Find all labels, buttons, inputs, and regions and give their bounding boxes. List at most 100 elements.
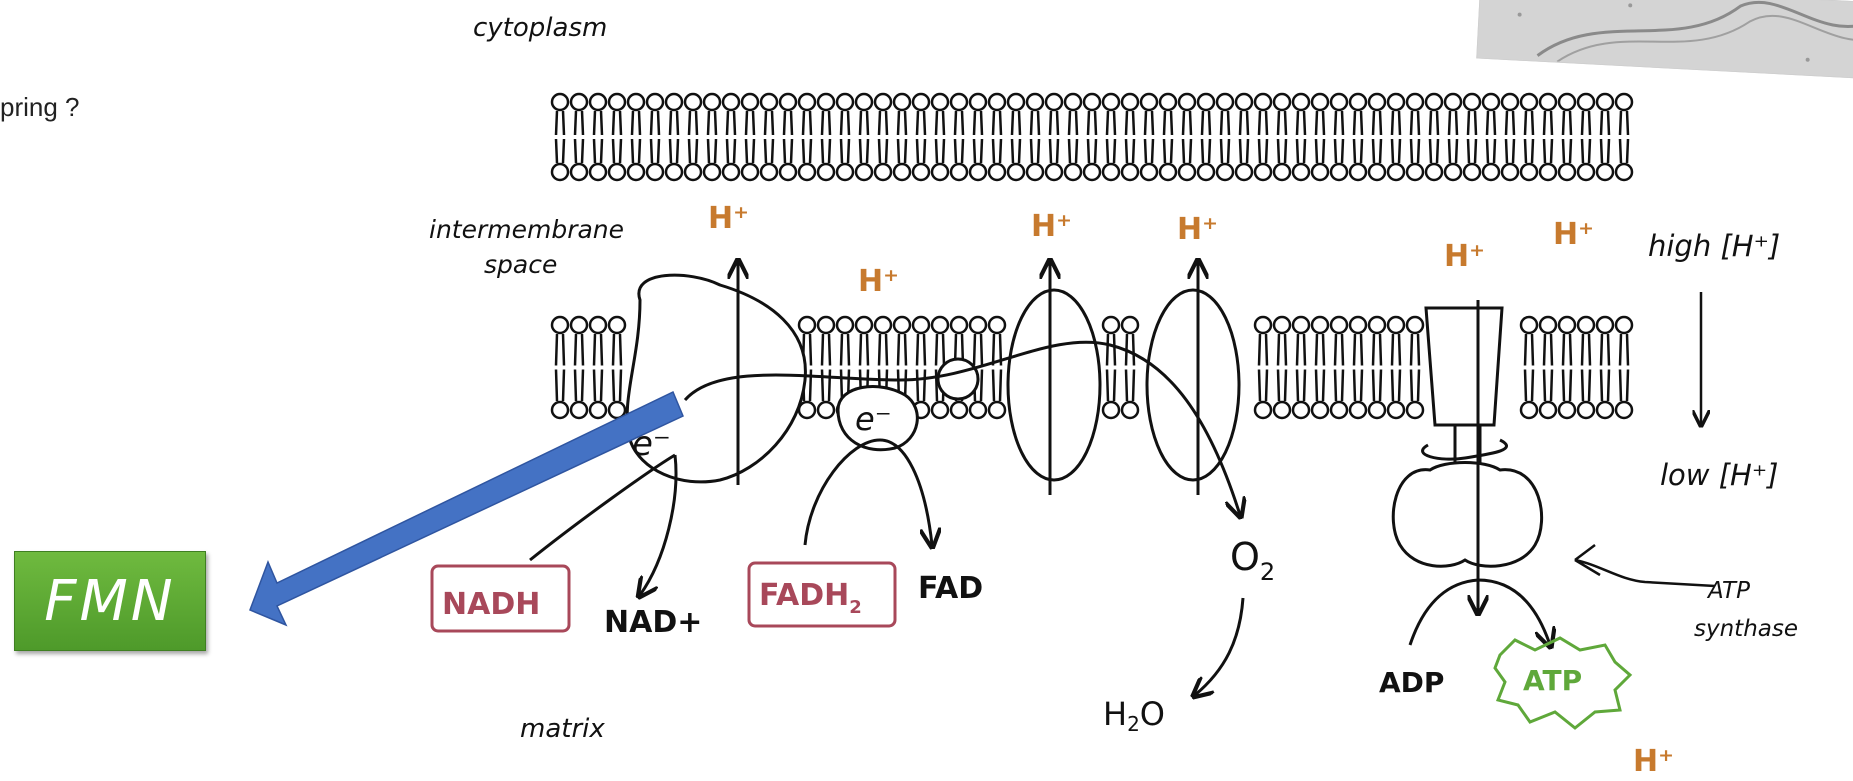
lipid-head (1103, 402, 1119, 418)
lipid-head (1160, 164, 1176, 180)
lipid-head (932, 164, 948, 180)
lipid-head (1179, 94, 1195, 110)
lipid-tails (651, 111, 659, 163)
lipid-tails (1126, 111, 1134, 163)
lipid-head (1179, 164, 1195, 180)
lipid-tails (1525, 111, 1533, 163)
lipid-head (1388, 94, 1404, 110)
lipid-head (799, 164, 815, 180)
lipid-head (1350, 94, 1366, 110)
high-concentration-label: high [H⁺] (1648, 229, 1780, 263)
proton-label-1: H⁺ (708, 201, 749, 236)
lipid-tails (1202, 111, 1210, 163)
lipid-tails (1145, 111, 1153, 163)
lipid-tails (1430, 111, 1438, 163)
lipid-head (951, 317, 967, 333)
lipid-head (723, 94, 739, 110)
lipid-tails (1050, 111, 1058, 163)
lipid-head (989, 402, 1005, 418)
lipid-head (1521, 94, 1537, 110)
lipid-head (780, 94, 796, 110)
lipid-head (1369, 164, 1385, 180)
lipid-head (1521, 402, 1537, 418)
lipid-head (1331, 94, 1347, 110)
lipid-head (1388, 402, 1404, 418)
atp-synthase-label-2: synthase (1694, 616, 1798, 642)
cytoplasm-label: cytoplasm (473, 13, 607, 43)
lipid-head (609, 317, 625, 333)
lipid-head (1521, 164, 1537, 180)
lipid-head (1540, 164, 1556, 180)
lipid-tails (727, 111, 735, 163)
lipid-head (970, 402, 986, 418)
lipid-head (1578, 94, 1594, 110)
lipid-head (1464, 164, 1480, 180)
lipid-head (1559, 317, 1575, 333)
lipid-head (932, 94, 948, 110)
lipid-head (590, 317, 606, 333)
lipid-head (780, 164, 796, 180)
lipid-tails (1544, 111, 1552, 163)
lipid-head (856, 317, 872, 333)
lipid-head (1141, 94, 1157, 110)
lipid-tails (1373, 334, 1381, 401)
lipid-tails (1031, 111, 1039, 163)
lipid-head (799, 317, 815, 333)
lipid-head (913, 164, 929, 180)
lipid-head (951, 94, 967, 110)
lipid-head (951, 402, 967, 418)
lipid-head (1293, 94, 1309, 110)
lipid-head (1065, 94, 1081, 110)
lipid-head (1293, 402, 1309, 418)
lipid-head (1312, 164, 1328, 180)
lipid-head (628, 94, 644, 110)
lipid-tails (556, 334, 564, 401)
lipid-head (970, 164, 986, 180)
lipid-head (1331, 317, 1347, 333)
proton-label-3: H⁺ (1031, 209, 1072, 244)
lipid-head (1236, 164, 1252, 180)
lipid-head (1274, 164, 1290, 180)
lipid-head (1445, 164, 1461, 180)
lipid-head (1388, 317, 1404, 333)
lipid-head (1122, 94, 1138, 110)
lipid-head (1008, 94, 1024, 110)
lipid-head (894, 164, 910, 180)
intermembrane-label: intermembrane (429, 215, 624, 244)
lipid-head (552, 402, 568, 418)
lipid-tails (613, 111, 621, 163)
lipid-tails (993, 334, 1001, 401)
lipid-head (1540, 94, 1556, 110)
lipid-head (1597, 317, 1613, 333)
lipid-tails (575, 334, 583, 401)
lipid-head (1008, 164, 1024, 180)
lipid-head (837, 94, 853, 110)
lipid-head (1198, 164, 1214, 180)
lipid-tails (632, 111, 640, 163)
adp-atp-arrow (1410, 580, 1550, 645)
lipid-tails (1069, 111, 1077, 163)
lipid-tails (822, 111, 830, 163)
lipid-tails (594, 334, 602, 401)
lipid-tails (575, 111, 583, 163)
lipid-head (856, 164, 872, 180)
lipid-head (1103, 317, 1119, 333)
lipid-tails (917, 111, 925, 163)
lipid-head (1578, 164, 1594, 180)
oxygen-label: O2 (1230, 535, 1275, 586)
lipid-tails (1392, 111, 1400, 163)
fadh2-label: FADH2 (759, 578, 862, 618)
lipid-head (1483, 164, 1499, 180)
lipid-head (1046, 94, 1062, 110)
lipid-head (913, 317, 929, 333)
lipid-head (1445, 94, 1461, 110)
lipid-head (704, 164, 720, 180)
lipid-head (1255, 402, 1271, 418)
proton-label-2: H⁺ (858, 264, 899, 299)
lipid-head (761, 94, 777, 110)
lipid-head (571, 402, 587, 418)
lipid-head (1426, 164, 1442, 180)
lipid-tails (955, 111, 963, 163)
lipid-tails (974, 111, 982, 163)
